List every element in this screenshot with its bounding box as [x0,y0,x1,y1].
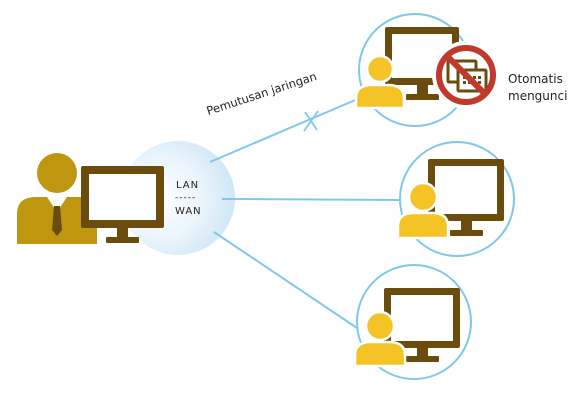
link-to-top-computer [209,97,361,163]
admin-person-icon [17,153,97,244]
admin-monitor-icon [81,166,164,243]
no-entry-icon [432,41,500,109]
auto-lock-label-line2: mengunci [508,89,568,103]
cut-mark-icon [303,110,319,132]
middle-user-person-icon [396,181,450,240]
bottom-user-person-icon [353,310,407,368]
top-user-person-icon [354,54,406,110]
bottom-monitor-icon [384,288,460,362]
middle-monitor-icon [428,159,504,236]
lan-label: LAN [176,180,200,191]
link-to-bottom-computer [213,231,358,329]
link-to-middle-computer [221,198,401,201]
wan-label: WAN [175,206,202,217]
auto-lock-label-line1: Otomatis [508,72,563,86]
hub-separator: ----- [175,193,197,203]
